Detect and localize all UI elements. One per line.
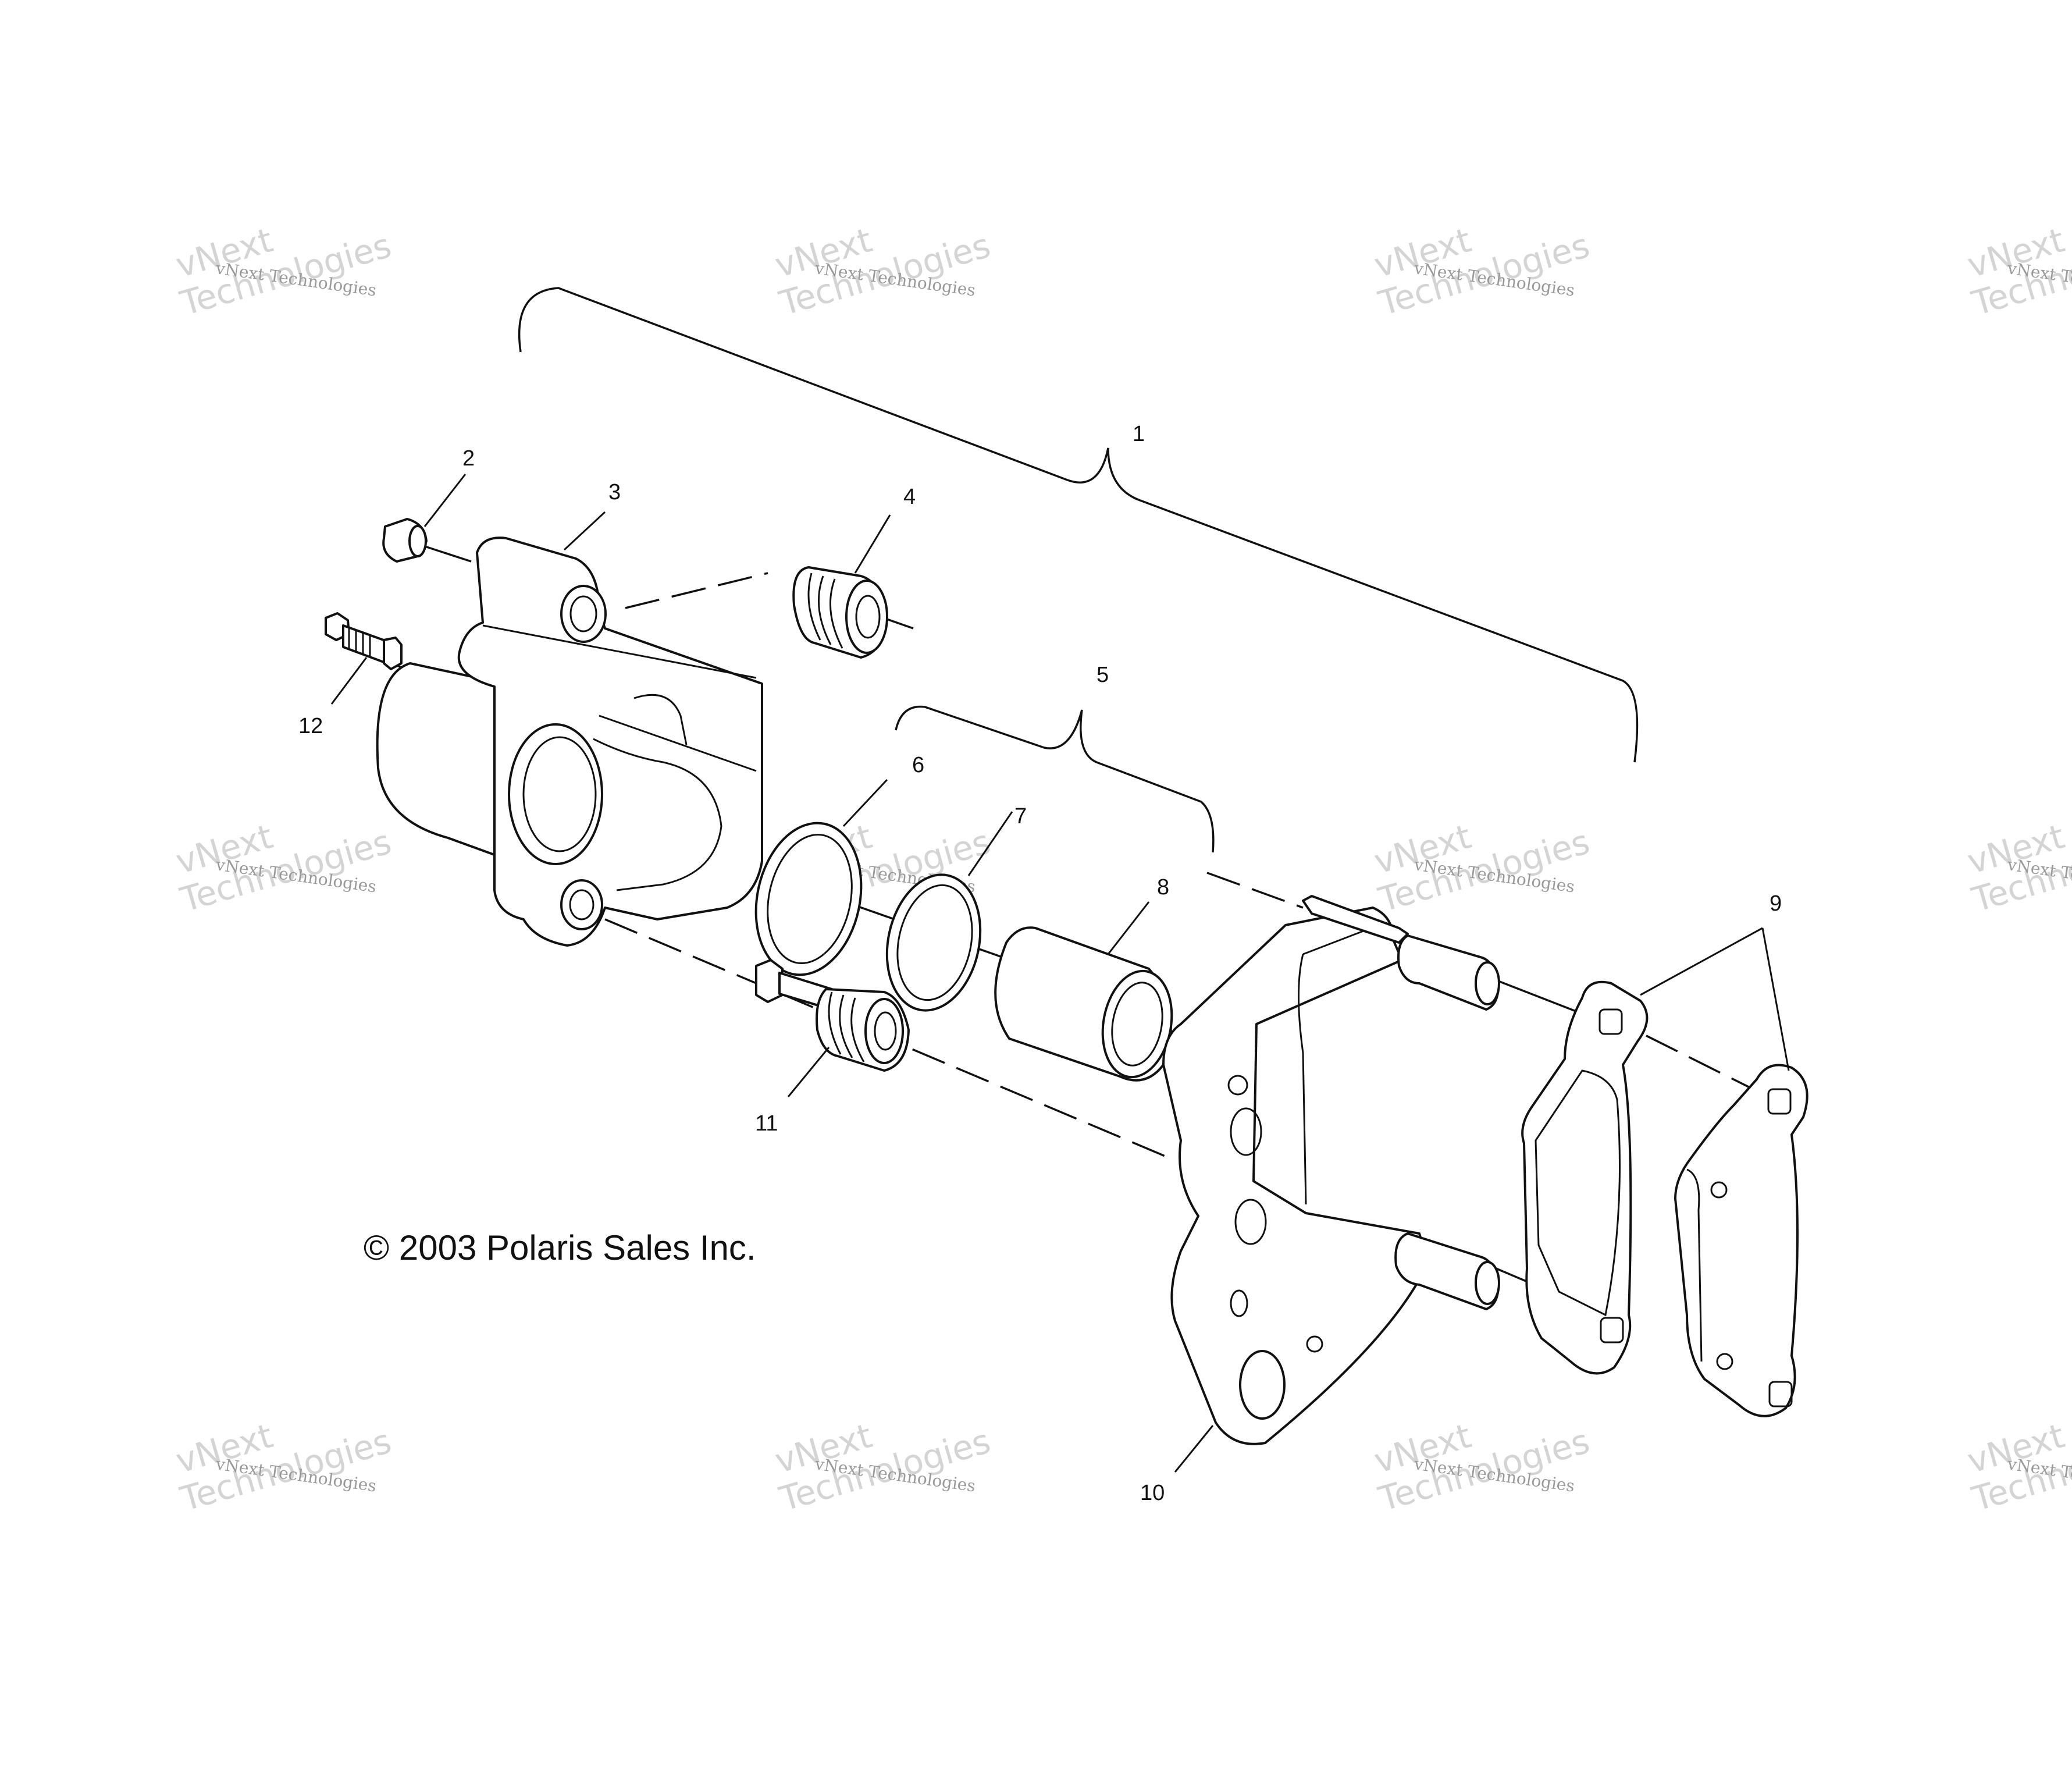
callout-12: 12: [298, 714, 323, 738]
cap-axis-line: [417, 543, 472, 563]
leader-3: [563, 511, 606, 551]
assembly-brace: [518, 287, 1639, 763]
callout-3: 3: [608, 480, 621, 504]
callout-2: 2: [462, 446, 475, 471]
leader-11: [787, 1047, 830, 1097]
leader-9a: [1640, 927, 1763, 996]
leader-8: [1107, 901, 1150, 955]
watermark: vNext Technologies vNext Technologies: [1963, 220, 2072, 324]
bleeder-screw: [325, 612, 403, 670]
watermark: vNext Technologies vNext Technologies: [172, 1416, 396, 1519]
leader-9b: [1761, 927, 1790, 1071]
brake-pad-inner: [1521, 980, 1649, 1375]
dust-cap: [382, 518, 428, 563]
callout-9: 9: [1770, 891, 1782, 916]
caliper-bracket: [1162, 895, 1500, 1445]
piston-seal: [754, 822, 863, 976]
watermark: vNext Technologies vNext Technologies: [1370, 220, 1594, 324]
pads-axis-dash: [1646, 1035, 1751, 1089]
watermark: vNext Technologies vNext Technologies: [172, 220, 396, 324]
caliper-body: [376, 536, 763, 947]
piston: [994, 926, 1173, 1082]
callout-8: 8: [1157, 875, 1169, 900]
callout-6: 6: [912, 753, 924, 777]
leader-10: [1174, 1425, 1214, 1473]
bracket-axis-dash: [1206, 872, 1304, 909]
leader-4: [854, 514, 891, 574]
pin-boot-upper: [792, 566, 888, 659]
watermark: vNext Technologies vNext Technologies: [1963, 1416, 2072, 1519]
leader-2: [423, 474, 467, 527]
callout-11: 11: [755, 1111, 778, 1136]
watermark: vNext Technologies vNext Technologies: [1370, 1416, 1594, 1519]
watermark: vNext Technologies vNext Technologies: [1370, 816, 1594, 920]
leader-7: [967, 811, 1013, 876]
leader-12: [330, 657, 368, 705]
pin-upper-axis-dash: [625, 572, 768, 609]
piston-kit-brace: [895, 705, 1215, 853]
watermark: vNext Technologies vNext Technologies: [172, 816, 396, 920]
leader-6: [842, 779, 888, 827]
callout-10: 10: [1140, 1481, 1165, 1505]
watermark: vNext Technologies vNext Technologies: [1963, 816, 2072, 920]
brake-pad-outer: [1674, 1064, 1808, 1417]
pin-boot-lower: [816, 988, 910, 1072]
callout-1: 1: [1133, 422, 1145, 446]
callout-4: 4: [903, 485, 916, 509]
watermark: vNext Technologies vNext Technologies: [771, 1416, 995, 1519]
dust-seal: [885, 873, 982, 1012]
callout-7: 7: [1014, 804, 1027, 829]
callout-5: 5: [1096, 663, 1109, 687]
copyright-text: © 2003 Polaris Sales Inc.: [364, 1228, 756, 1267]
watermark: vNext Technologies vNext Technologies: [771, 220, 995, 324]
